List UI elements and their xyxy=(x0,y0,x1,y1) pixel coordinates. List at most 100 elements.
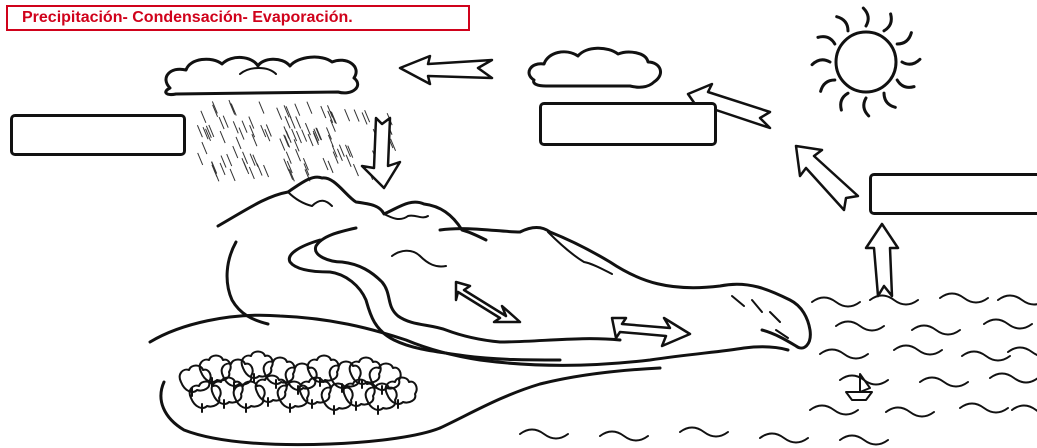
rain-drop xyxy=(347,145,354,158)
rain-drop xyxy=(316,127,323,141)
rain-drop xyxy=(235,136,242,150)
rain-drop xyxy=(295,116,302,129)
rain-drop xyxy=(352,163,359,177)
arrow-up-left-icon xyxy=(794,144,860,212)
rain-drop xyxy=(205,128,211,142)
wave xyxy=(835,320,885,332)
arrow-river-icon xyxy=(610,316,692,348)
rain-drop xyxy=(330,111,337,124)
rain-drop xyxy=(256,163,263,176)
mountain-icon xyxy=(216,175,812,350)
tree xyxy=(348,356,382,389)
answer-box-precipitation[interactable] xyxy=(10,114,186,156)
rain-drop xyxy=(208,124,215,138)
rain-drop xyxy=(251,133,258,147)
rain-drop xyxy=(219,130,226,144)
rain-drop xyxy=(327,134,334,148)
rain-drop xyxy=(283,126,290,139)
rain-drop xyxy=(291,128,298,142)
wave xyxy=(839,434,889,446)
rain-drop xyxy=(283,134,290,147)
rain-drop xyxy=(331,145,338,158)
rain-drop xyxy=(306,101,313,114)
rain-drop xyxy=(295,149,301,162)
wave xyxy=(919,376,969,388)
wave xyxy=(811,296,861,308)
rain-drop xyxy=(284,116,291,129)
rain-drop xyxy=(218,116,225,130)
rain-drop xyxy=(263,164,270,178)
sun-rays xyxy=(810,6,922,118)
wave xyxy=(819,348,869,360)
rain-drop xyxy=(211,101,218,114)
wave xyxy=(869,294,919,306)
rain-drop xyxy=(200,110,207,124)
rain-drop xyxy=(288,169,295,182)
rain-drop xyxy=(287,167,294,180)
rain-drop xyxy=(336,148,343,162)
rain-drop xyxy=(230,103,237,116)
rain-drop xyxy=(265,124,272,137)
answer-box-evaporation[interactable] xyxy=(869,173,1037,215)
rain-drop xyxy=(326,127,332,140)
rain-drop xyxy=(222,115,229,128)
sailboat-icon xyxy=(845,373,873,401)
rain-drop xyxy=(248,166,255,180)
rain-drop xyxy=(329,110,336,124)
rain-drop xyxy=(327,110,334,123)
sun-ray xyxy=(816,35,837,46)
arrow-left-icon xyxy=(398,54,494,86)
rain-drop xyxy=(364,110,371,123)
rain-drop xyxy=(327,160,334,174)
rain-drop xyxy=(201,141,208,155)
rain-drop xyxy=(322,157,329,171)
rain-drop xyxy=(332,151,339,164)
rain-drop xyxy=(232,145,239,159)
land-icon xyxy=(148,240,790,447)
sun-ray xyxy=(895,31,913,46)
wave xyxy=(983,318,1033,330)
rain-drop xyxy=(238,127,245,140)
rain-drop xyxy=(229,168,236,182)
wave xyxy=(885,406,935,418)
wave xyxy=(1011,404,1037,412)
rain-drop xyxy=(313,132,319,146)
sun-ray xyxy=(810,58,832,67)
tree xyxy=(178,364,212,397)
tree xyxy=(232,380,266,413)
rain-drop xyxy=(294,103,301,116)
wave xyxy=(939,292,989,304)
rain-drop xyxy=(302,157,309,171)
rain-drop xyxy=(232,121,239,134)
rain-drop xyxy=(293,139,300,152)
tree xyxy=(276,380,310,413)
rain-drop xyxy=(279,138,286,151)
wave xyxy=(959,402,1009,414)
tree xyxy=(284,362,318,395)
rain-drop xyxy=(304,122,311,136)
rain-drop xyxy=(260,124,267,138)
rain-drop xyxy=(353,109,360,122)
wave xyxy=(809,404,859,416)
wave xyxy=(961,350,1011,362)
rain-drop xyxy=(212,104,219,117)
river-icon xyxy=(287,226,622,362)
answer-box-condensation[interactable] xyxy=(539,102,717,146)
sun-ray xyxy=(900,57,922,66)
sun-ray xyxy=(882,91,897,109)
rain-drop xyxy=(220,155,227,168)
wave xyxy=(893,344,943,356)
rain-drop xyxy=(320,105,327,119)
rain-drop xyxy=(219,162,226,176)
trees-icon xyxy=(178,350,418,415)
sun-ray xyxy=(835,15,850,33)
arrow-down-icon xyxy=(360,116,402,190)
wave xyxy=(759,432,809,444)
rain-drop xyxy=(390,138,397,152)
rain-drop xyxy=(345,154,352,167)
arrow-runoff-icon xyxy=(454,280,522,324)
rain-drop xyxy=(196,124,203,138)
sea-waves-icon xyxy=(519,292,1037,446)
tree xyxy=(320,382,354,415)
sun-ray xyxy=(862,96,871,118)
